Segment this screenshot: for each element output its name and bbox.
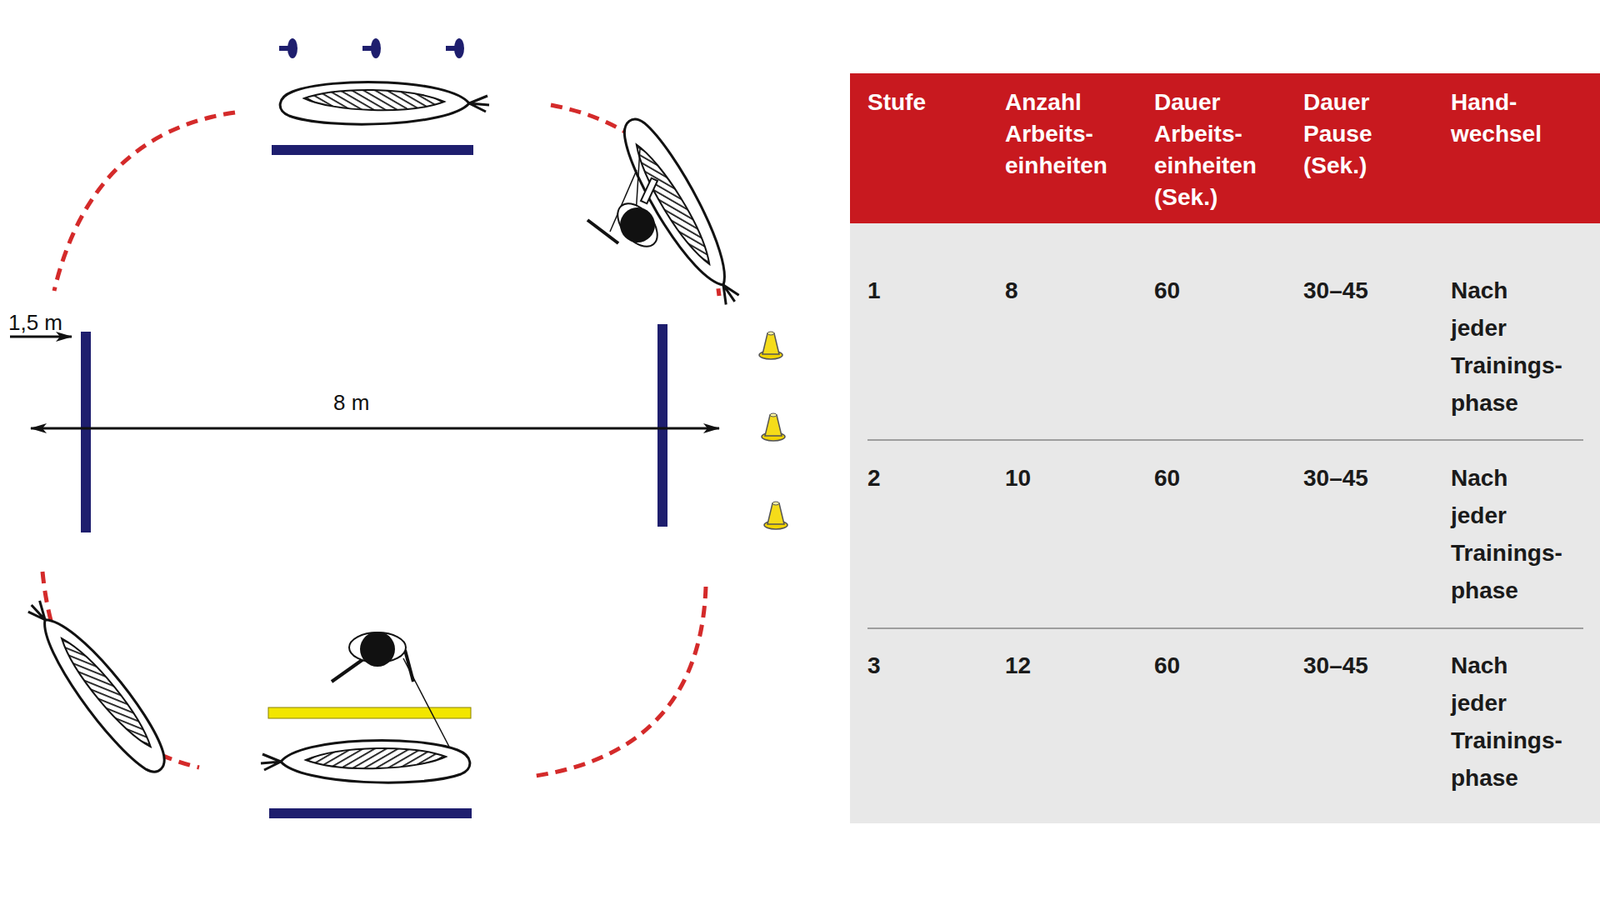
table-cell: 60: [1154, 459, 1300, 497]
dimension-arrow: [30, 427, 720, 430]
horse: [260, 740, 470, 783]
ground-pole: [271, 145, 474, 155]
table-header: Hand- wechsel: [1450, 86, 1597, 150]
blue-marker: [279, 38, 298, 59]
lunger: [587, 148, 665, 255]
dimension-arrow: [10, 335, 72, 339]
table-cell: 12: [1005, 646, 1151, 685]
table-cell: 8: [1005, 271, 1151, 310]
horse: [610, 110, 751, 314]
table-cell: 60: [1154, 271, 1300, 310]
table-cell: 1: [867, 271, 1014, 310]
blue-marker: [445, 38, 465, 59]
yellow-cone: [759, 331, 783, 360]
horse: [15, 590, 178, 782]
row-separator: [867, 439, 1584, 440]
table-header: Dauer Pause (Sek.): [1303, 86, 1450, 182]
dimension-label: 1,5 m: [8, 310, 63, 336]
table-cell: 30–45: [1303, 646, 1450, 685]
table-header: Stufe: [867, 86, 1014, 119]
table-cell: 10: [1005, 459, 1151, 497]
table-cell: 60: [1154, 646, 1300, 685]
ground-pole: [269, 808, 472, 819]
table-cell: 2: [867, 459, 1014, 497]
table-cell: 3: [867, 646, 1014, 685]
table-header: Anzahl Arbeits- einheiten: [1005, 86, 1151, 182]
row-separator: [867, 627, 1584, 629]
yellow-cone: [764, 501, 788, 530]
table-header: Dauer Arbeits- einheiten (Sek.): [1154, 86, 1300, 214]
horse: [280, 81, 490, 125]
blue-marker: [362, 38, 381, 59]
table-cell: Nach jeder Trainings- phase: [1450, 271, 1597, 422]
table-body: [850, 223, 1600, 824]
table-cell: 30–45: [1303, 271, 1450, 310]
dimension-label: 8 m: [333, 390, 370, 416]
yellow-cone: [761, 413, 785, 441]
table-header-band: [850, 73, 1600, 224]
table-cell: Nach jeder Trainings- phase: [1450, 646, 1597, 797]
table-cell: 30–45: [1303, 459, 1450, 497]
lunger: [331, 631, 450, 747]
yellow-pole: [268, 707, 471, 719]
ground-pole: [657, 324, 668, 527]
lunging-circle: [42, 105, 720, 776]
ground-pole: [80, 331, 91, 533]
table-cell: Nach jeder Trainings- phase: [1450, 459, 1597, 610]
